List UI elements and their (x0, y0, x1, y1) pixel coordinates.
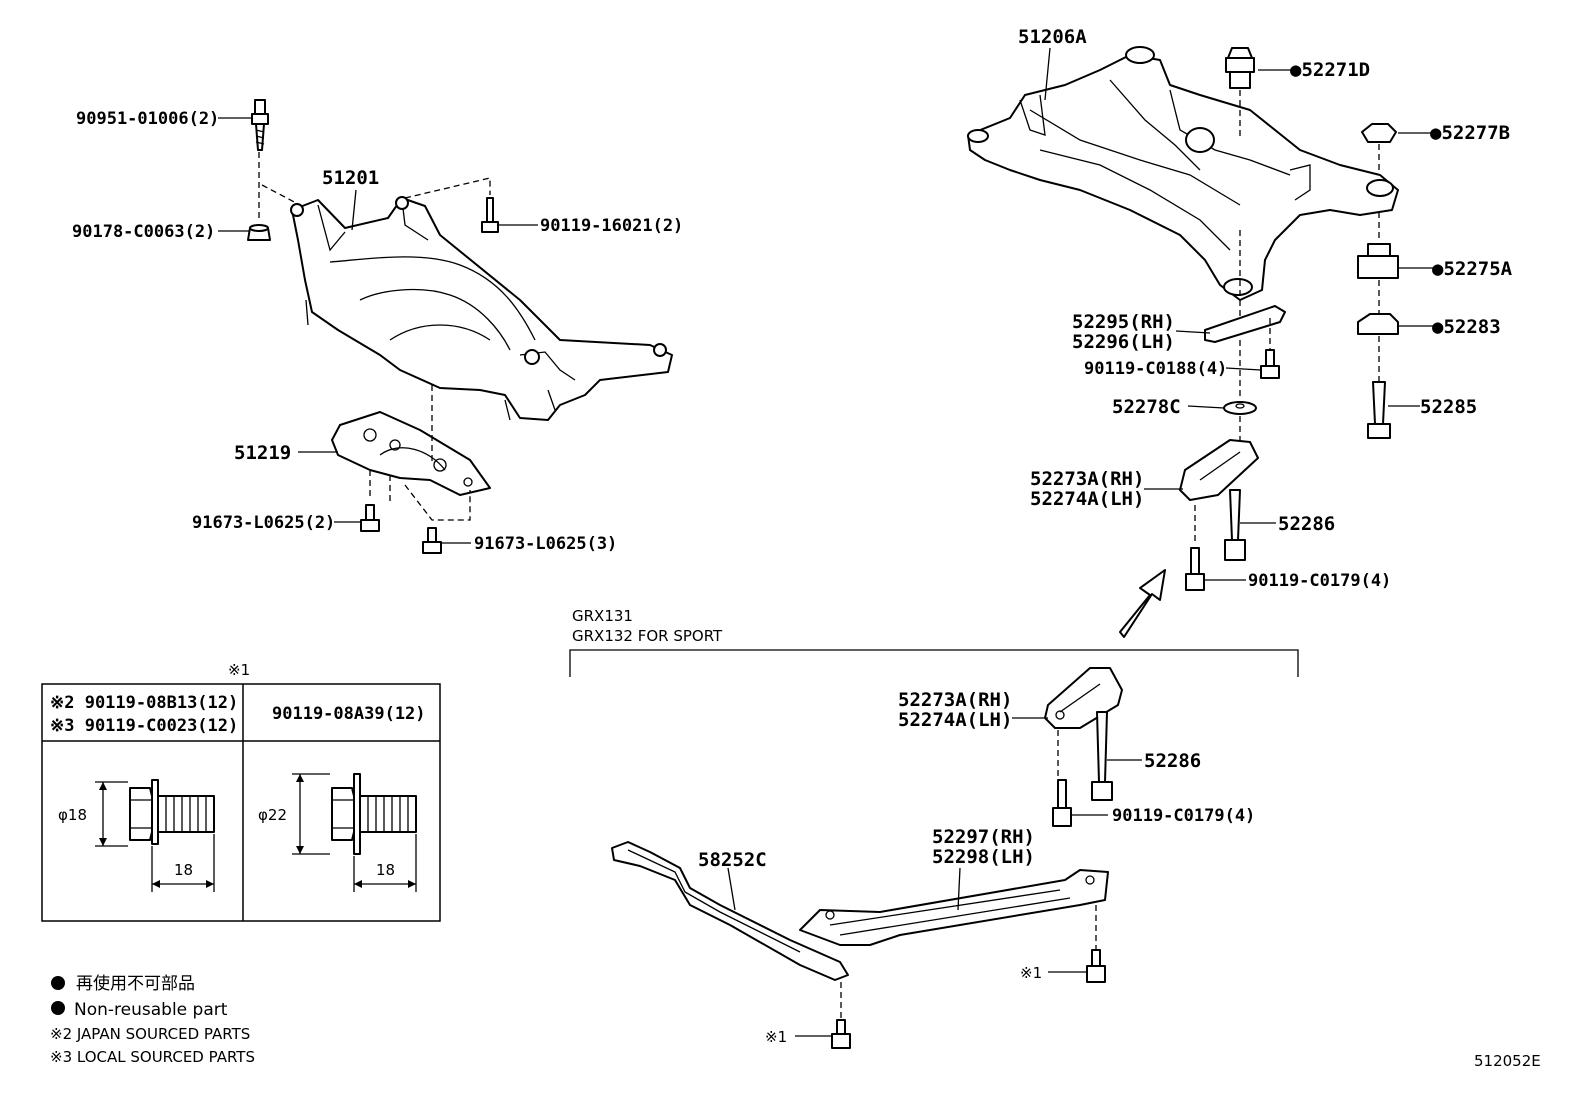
label-52283: ●52283 (1432, 316, 1501, 338)
label-90178: 90178-C0063(2) (72, 222, 215, 242)
bracket-52295 (1204, 305, 1286, 343)
label-90119-C0188: 90119-C0188(4) (1084, 359, 1227, 379)
stopper-52277B (1361, 123, 1397, 143)
label-90119-C0179-bottom: 90119-C0179(4) (1112, 806, 1255, 826)
leader-lines (218, 47, 1435, 1037)
bolt-90119-16021 (481, 197, 499, 233)
table-len1: 18 (174, 861, 193, 879)
label-ref1-left: ※1 (765, 1028, 787, 1046)
rear-crossmember-51206A (967, 46, 1399, 301)
label-91673-3: 91673-L0625(3) (474, 534, 617, 554)
plate-52273A-upper (1179, 439, 1259, 501)
nut-90178 (247, 224, 271, 241)
label-52297: 52297(RH) (932, 826, 1035, 848)
variant-line1: GRX131 (572, 607, 633, 625)
label-52277B: ●52277B (1430, 122, 1510, 144)
part-labels: 51206A ●52271D ●52277B ●52275A ●52283 52… (72, 26, 1513, 1046)
bolt-52286-lower (1091, 711, 1113, 801)
label-52273A-bottom: 52273A(RH) (898, 689, 1012, 711)
bushing-52275A (1357, 243, 1399, 279)
label-52298: 52298(LH) (932, 846, 1035, 868)
variant-bracket (569, 649, 1299, 677)
table-dia2: φ22 (258, 806, 287, 824)
label-52271D: ●52271D (1290, 59, 1370, 81)
label-52278C: 52278C (1112, 396, 1181, 418)
label-52274A-top: 52274A(LH) (1030, 488, 1144, 510)
legend-dot-1 (51, 976, 65, 990)
table-ref: ※1 (228, 661, 250, 679)
bolt-drawing-1 (95, 779, 215, 892)
legend-item-1: 再使用不可部品 (76, 973, 195, 994)
bolt-90119-C0179-lower (1052, 779, 1072, 827)
table-col2: 90119-08A39(12) (272, 704, 426, 724)
washer-52278C (1223, 401, 1257, 415)
label-90119-C0179-top: 90119-C0179(4) (1248, 571, 1391, 591)
bolt-52286-upper (1224, 489, 1246, 561)
label-51206A: 51206A (1018, 26, 1087, 48)
bolt-90119-C0179-upper (1185, 547, 1205, 591)
bolt-90951 (251, 99, 269, 151)
table-col1-row1: ※2 90119-08B13(12) (50, 693, 238, 713)
label-ref1-right: ※1 (1020, 964, 1042, 982)
label-52286-bottom: 52286 (1144, 750, 1201, 772)
bolt-ref1-right (1086, 949, 1106, 983)
legend: 再使用不可部品 Non-reusable part ※2 JAPAN SOURC… (50, 973, 255, 1066)
label-52295: 52295(RH) (1072, 311, 1175, 333)
label-52273A-top: 52273A(RH) (1030, 468, 1144, 490)
label-51201: 51201 (322, 167, 379, 189)
direction-arrow (1119, 569, 1166, 638)
label-52285: 52285 (1420, 396, 1477, 418)
label-52296: 52296(LH) (1072, 331, 1175, 353)
brace-58252C (611, 841, 849, 981)
brace-52297 (799, 869, 1109, 946)
bolt-ref1-left (831, 1019, 851, 1049)
diagram-id: 512052E (1474, 1052, 1541, 1070)
legend-item-2: Non-reusable part (74, 1000, 228, 1020)
bolt-52285 (1367, 381, 1391, 439)
bolt-drawing-2 (292, 773, 417, 892)
front-crossmember-51201 (290, 196, 673, 421)
bushing-52271D (1225, 47, 1255, 89)
bolt-90119-C0188 (1260, 349, 1280, 379)
legend-dot-2 (51, 1001, 65, 1015)
stopper-52283 (1357, 313, 1399, 335)
label-52286-top: 52286 (1278, 513, 1335, 535)
label-90951: 90951-01006(2) (76, 109, 219, 129)
label-90119-16021: 90119-16021(2) (540, 216, 683, 236)
bolt-91673-b (422, 527, 442, 554)
spec-table: ※1 ※2 90119-08B13(12) ※3 90119-C0023(12)… (41, 661, 441, 922)
bracket-51219 (331, 411, 491, 496)
plate-52273A-lower (1044, 667, 1123, 729)
legend-item-3: ※2 JAPAN SOURCED PARTS (50, 1025, 250, 1043)
bolt-91673-a (360, 504, 380, 532)
label-52275A: ●52275A (1432, 258, 1513, 280)
table-len2: 18 (376, 861, 395, 879)
label-52274A-bottom: 52274A(LH) (898, 709, 1012, 731)
label-51219: 51219 (234, 442, 291, 464)
table-dia1: φ18 (58, 806, 87, 824)
label-91673-2: 91673-L0625(2) (192, 513, 335, 533)
legend-item-4: ※3 LOCAL SOURCED PARTS (50, 1048, 255, 1066)
variant-line2: GRX132 FOR SPORT (572, 627, 723, 645)
label-58252C: 58252C (698, 849, 767, 871)
table-col1-row2: ※3 90119-C0023(12) (50, 716, 238, 736)
